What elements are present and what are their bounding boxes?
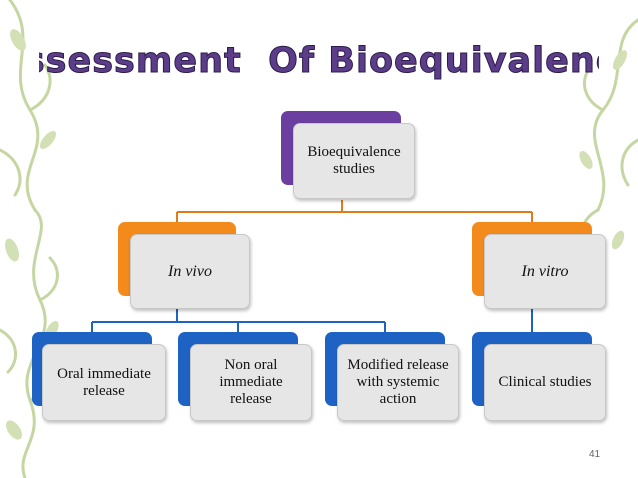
page-number: 41 — [589, 449, 601, 460]
slide-title: Assessment Of Bioequivalence — [39, 41, 599, 81]
slide-title-graphic: Assessment Of Bioequivalence — [39, 41, 599, 82]
node-non-oral-immediate-release: Non oral immediate release — [178, 332, 314, 422]
node-box: Modified release with systemic action — [337, 344, 459, 421]
node-bioequivalence-studies: Bioequivalence studies — [281, 111, 417, 201]
node-box: Oral immediate release — [42, 344, 166, 421]
node-oral-immediate-release: Oral immediate release — [32, 332, 168, 422]
node-modified-release: Modified release with systemic action — [325, 332, 461, 422]
node-label: Clinical studies — [498, 374, 592, 390]
node-label: In vitro — [521, 263, 569, 280]
node-box: Clinical studies — [484, 344, 606, 421]
node-label: Bioequivalence studies — [307, 144, 401, 177]
node-box: In vitro — [484, 234, 606, 309]
node-label: Modified release with systemic action — [347, 357, 449, 407]
node-box: In vivo — [130, 234, 250, 309]
node-box: Non oral immediate release — [190, 344, 312, 421]
node-clinical-studies: Clinical studies — [472, 332, 608, 422]
node-label: Oral immediate release — [57, 365, 151, 399]
node-label: Non oral immediate release — [219, 357, 283, 407]
right-floral-decoration — [579, 18, 638, 262]
node-in-vitro: In vitro — [472, 222, 608, 310]
slide-title-container: Assessment Of Bioequivalence — [0, 38, 638, 82]
node-box: Bioequivalence studies — [293, 123, 415, 199]
node-label: In vivo — [168, 263, 212, 280]
node-in-vivo: In vivo — [118, 222, 252, 310]
